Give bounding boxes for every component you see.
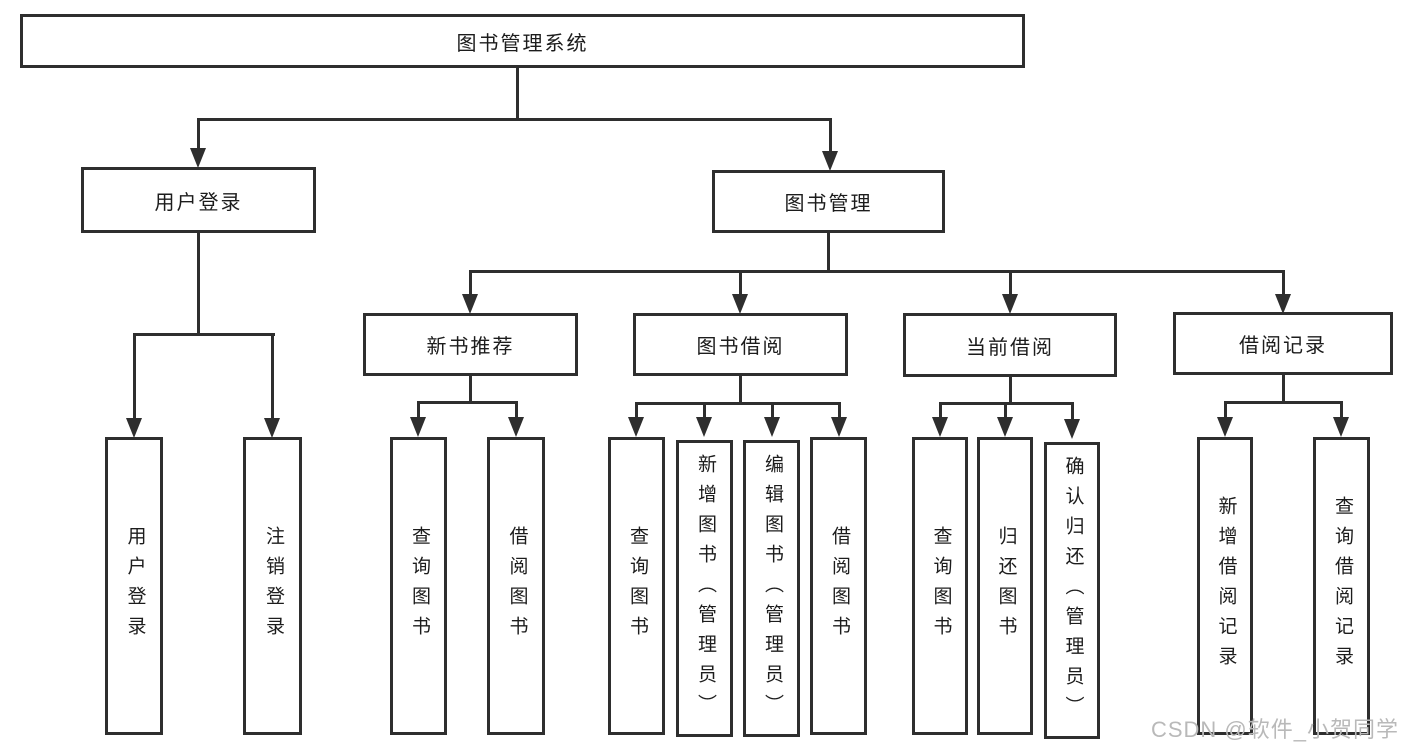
connector-borrowing-hline [634, 402, 841, 405]
leaf-confirm-return-admin-label: 确认归还（管理员） [1062, 455, 1084, 726]
connector-arrow-line [514, 401, 518, 419]
arrow-down-icon [1275, 294, 1291, 314]
leaf-edit-books-admin: 编辑图书（管理员） [743, 440, 800, 737]
arrow-down-icon [264, 418, 280, 438]
connector-arrow-line [938, 402, 942, 419]
connector-arrow-line [1070, 402, 1074, 421]
connector-arrow-line [196, 118, 200, 150]
csdn-watermark: CSDN @软件_小贺同学 [1150, 717, 1399, 742]
leaf-user-login: 用户登录 [105, 437, 163, 735]
arrow-down-icon [1217, 417, 1233, 437]
arrow-down-icon [462, 294, 478, 314]
connector-records-hline [1223, 401, 1343, 404]
node-current-borrowing: 当前借阅 [903, 313, 1117, 377]
connector-bookmgmt-vline [827, 232, 830, 273]
arrow-down-icon [126, 418, 142, 438]
connector-arrow-line [416, 401, 420, 419]
leaf-query-borrowing-record-label: 查询借阅记录 [1331, 496, 1353, 676]
connector-records-vline [1281, 374, 1285, 404]
leaf-query-books-borrowing: 查询图书 [608, 437, 665, 735]
connector-arrow-line [1223, 401, 1227, 419]
connector-bookmgmt-hline [468, 270, 1285, 273]
leaf-query-books-recommend-label: 查询图书 [408, 526, 430, 646]
arrow-down-icon [696, 417, 712, 437]
leaf-borrow-books-borrowing-label: 借阅图书 [828, 526, 850, 646]
arrow-down-icon [628, 417, 644, 437]
arrow-down-icon [997, 417, 1013, 437]
connector-borrowing-vline [738, 375, 742, 405]
connector-arrow-line [1339, 401, 1343, 419]
connector-current-vline [1008, 376, 1012, 405]
leaf-borrow-books-borrowing: 借阅图书 [810, 437, 867, 735]
arrow-down-icon [1064, 419, 1080, 439]
connector-arrow-line [770, 402, 774, 419]
arrow-down-icon [410, 417, 426, 437]
leaf-return-books-label: 归还图书 [995, 526, 1017, 646]
connector-userlogin-hline [132, 333, 275, 336]
leaf-borrow-books-recommend: 借阅图书 [487, 437, 545, 735]
leaf-query-borrowing-record: 查询借阅记录 [1313, 437, 1370, 735]
arrow-down-icon [831, 417, 847, 437]
connector-arrow-line [837, 402, 841, 419]
connector-root-vline [515, 66, 519, 120]
leaf-query-books-borrowing-label: 查询图书 [626, 526, 648, 646]
connector-newbook-vline [468, 375, 472, 404]
leaf-query-books-current-label: 查询图书 [930, 526, 952, 646]
leaf-add-borrowing-record: 新增借阅记录 [1197, 437, 1253, 735]
connector-arrow-line [468, 270, 472, 296]
leaf-query-books-recommend: 查询图书 [390, 437, 447, 735]
node-book-management: 图书管理 [712, 170, 945, 233]
connector-arrow-line [1008, 270, 1012, 296]
leaf-add-books-admin-label: 新增图书（管理员） [694, 453, 716, 724]
connector-arrow-line [634, 402, 638, 419]
connector-userlogin-vline [196, 232, 200, 336]
leaf-add-books-admin: 新增图书（管理员） [676, 440, 733, 737]
node-borrowing-records: 借阅记录 [1173, 312, 1393, 375]
connector-arrow-line [270, 333, 274, 419]
arrow-down-icon [932, 417, 948, 437]
leaf-user-login-label: 用户登录 [124, 526, 146, 646]
node-user-login: 用户登录 [81, 167, 316, 233]
node-new-book-recommendation: 新书推荐 [363, 313, 578, 376]
connector-arrow-line [738, 270, 742, 296]
arrow-down-icon [732, 294, 748, 314]
connector-arrow-line [1281, 270, 1285, 296]
node-book-borrowing: 图书借阅 [633, 313, 848, 376]
leaf-logout-login: 注销登录 [243, 437, 302, 735]
arrow-down-icon [1002, 294, 1018, 314]
leaf-logout-login-label: 注销登录 [262, 526, 284, 646]
connector-arrow-line [132, 333, 136, 419]
leaf-edit-books-admin-label: 编辑图书（管理员） [761, 453, 783, 724]
arrow-down-icon [764, 417, 780, 437]
leaf-query-books-current: 查询图书 [912, 437, 968, 735]
connector-arrow-line [828, 118, 832, 152]
arrow-down-icon [1333, 417, 1349, 437]
connector-newbook-hline [416, 401, 518, 404]
arrow-down-icon [508, 417, 524, 437]
leaf-confirm-return-admin: 确认归还（管理员） [1044, 442, 1100, 739]
connector-root-hline [196, 118, 832, 121]
connector-arrow-line [702, 402, 706, 419]
node-book-management-system: 图书管理系统 [20, 14, 1025, 68]
arrow-down-icon [822, 151, 838, 171]
connector-arrow-line [1003, 402, 1007, 419]
arrow-down-icon [190, 148, 206, 168]
leaf-return-books: 归还图书 [977, 437, 1033, 735]
leaf-borrow-books-recommend-label: 借阅图书 [506, 526, 528, 646]
leaf-add-borrowing-record-label: 新增借阅记录 [1215, 496, 1237, 676]
